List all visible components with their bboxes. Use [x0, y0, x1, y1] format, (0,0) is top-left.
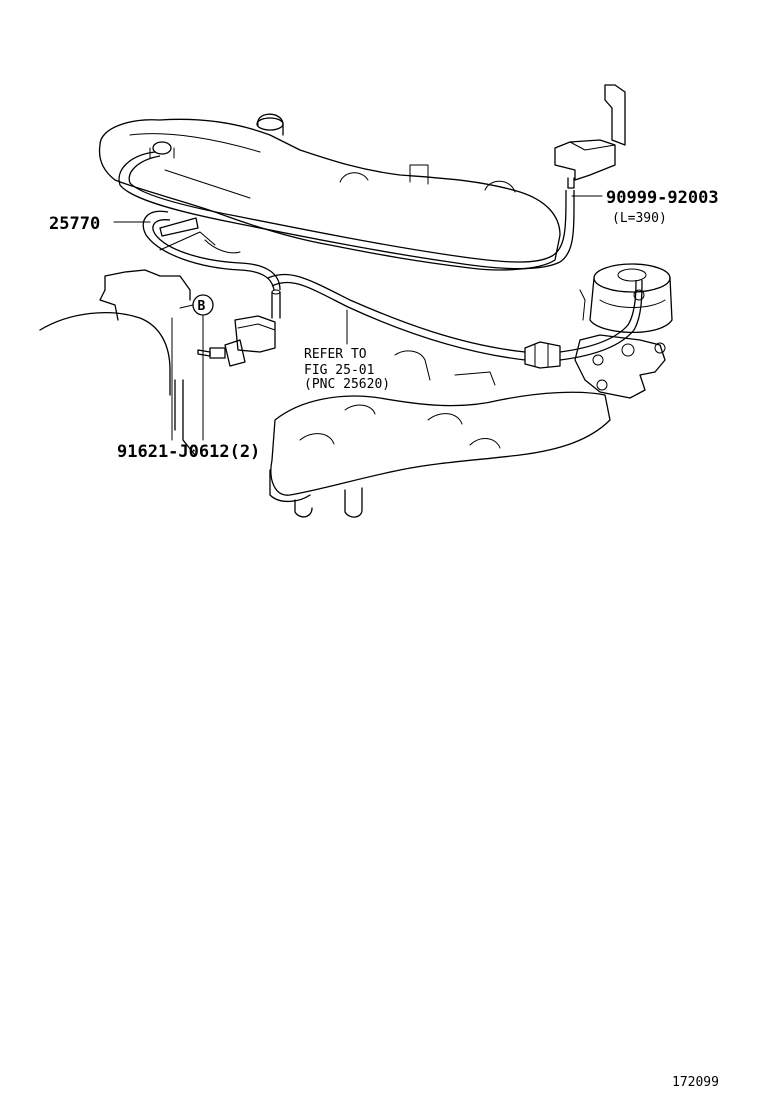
engine-block	[39, 231, 241, 456]
vacuum-switching-valve	[197, 289, 281, 367]
intake-surge-tank	[98, 113, 561, 271]
clip-b-callout: B	[179, 294, 214, 316]
refer-line-1: REFER TO	[304, 347, 367, 362]
bracket	[554, 84, 626, 189]
part-label-91621-j0612: 91621-J0612(2)	[117, 442, 260, 462]
intake-manifold	[269, 350, 611, 518]
part-label-25770: 25770	[49, 214, 100, 234]
egr-valve	[574, 263, 673, 399]
refer-line-2: FIG 25-01	[304, 363, 374, 378]
part-label-length: (L=390)	[612, 211, 667, 226]
refer-line-3: (PNC 25620)	[304, 377, 390, 392]
vacuum-hoses	[118, 151, 645, 369]
callout-b-text: B	[198, 299, 206, 314]
figure-number: 172099	[672, 1075, 719, 1090]
part-label-90999-92003: 90999-92003	[606, 188, 719, 208]
leader-lines	[113, 195, 603, 441]
